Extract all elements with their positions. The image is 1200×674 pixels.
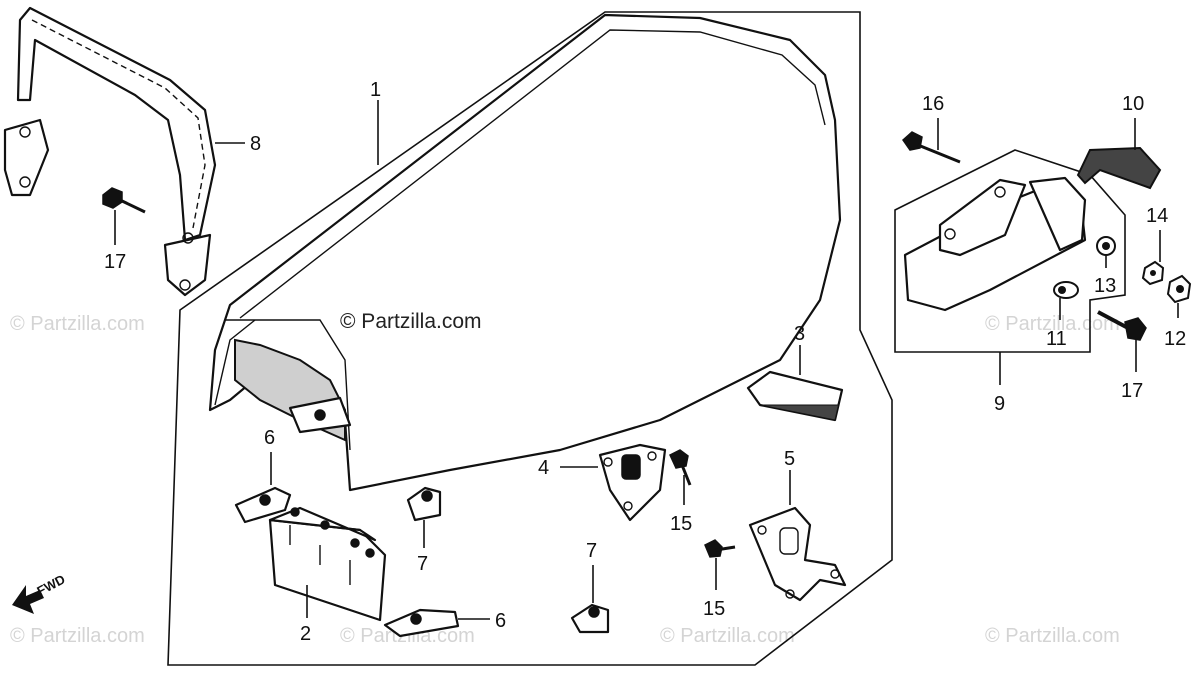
tool-case	[903, 176, 1087, 312]
washer-11	[1053, 281, 1079, 299]
callout-8: 8	[250, 133, 261, 155]
band-10	[1076, 146, 1162, 190]
seat	[208, 13, 842, 492]
seat-plate-2	[268, 506, 387, 622]
callout-9: 9	[994, 393, 1005, 415]
bolt-17-left	[102, 187, 146, 214]
watermark-main: © Partzilla.com	[340, 310, 482, 333]
watermark: © Partzilla.com	[340, 625, 475, 647]
watermark: © Partzilla.com	[10, 625, 145, 647]
fwd-arrow-icon: FWD	[12, 572, 68, 614]
callout-15-lower: 15	[703, 598, 725, 620]
seat-bracket-4	[598, 443, 667, 522]
watermark: © Partzilla.com	[985, 625, 1120, 647]
callout-4: 4	[538, 457, 549, 479]
tool-case-outline	[894, 149, 1126, 353]
bolt-15-upper	[669, 449, 692, 486]
callout-6-upper: 6	[264, 427, 275, 449]
callout-3: 3	[794, 323, 805, 345]
nut-14	[1141, 260, 1165, 286]
callout-16: 16	[922, 93, 944, 115]
clip-7-lower	[570, 603, 610, 634]
fwd-label: FWD	[34, 572, 67, 599]
callout-5: 5	[784, 448, 795, 470]
bolt-17-right	[1097, 310, 1147, 341]
nut-12	[1166, 274, 1192, 304]
washer-13	[1096, 236, 1116, 256]
bolt-15-lower	[704, 539, 736, 558]
callout-17-left: 17	[104, 251, 126, 273]
callout-12: 12	[1164, 328, 1186, 350]
callout-14: 14	[1146, 205, 1168, 227]
bolt-16	[902, 131, 961, 164]
watermark: © Partzilla.com	[660, 625, 795, 647]
watermark: © Partzilla.com	[985, 313, 1120, 335]
clip-7-upper	[406, 486, 442, 522]
callout-7-lower: 7	[586, 540, 597, 562]
callout-6-lower: 6	[495, 610, 506, 632]
callout-7-upper: 7	[417, 553, 428, 575]
callout-10: 10	[1122, 93, 1144, 115]
assembly-outline	[167, 11, 893, 666]
callout-15-upper: 15	[670, 513, 692, 535]
callout-2: 2	[300, 623, 311, 645]
callout-13: 13	[1094, 275, 1116, 297]
seat-pad	[746, 370, 844, 422]
watermark: © Partzilla.com	[10, 313, 145, 335]
callout-11: 11	[1046, 328, 1067, 350]
clip-nut-6-upper	[234, 486, 292, 524]
clip-nut-6-lower	[383, 608, 460, 638]
seat-bracket-5	[748, 506, 847, 602]
callout-17-right: 17	[1121, 380, 1143, 402]
grab-rail	[3, 6, 217, 297]
callout-1: 1	[370, 79, 381, 101]
